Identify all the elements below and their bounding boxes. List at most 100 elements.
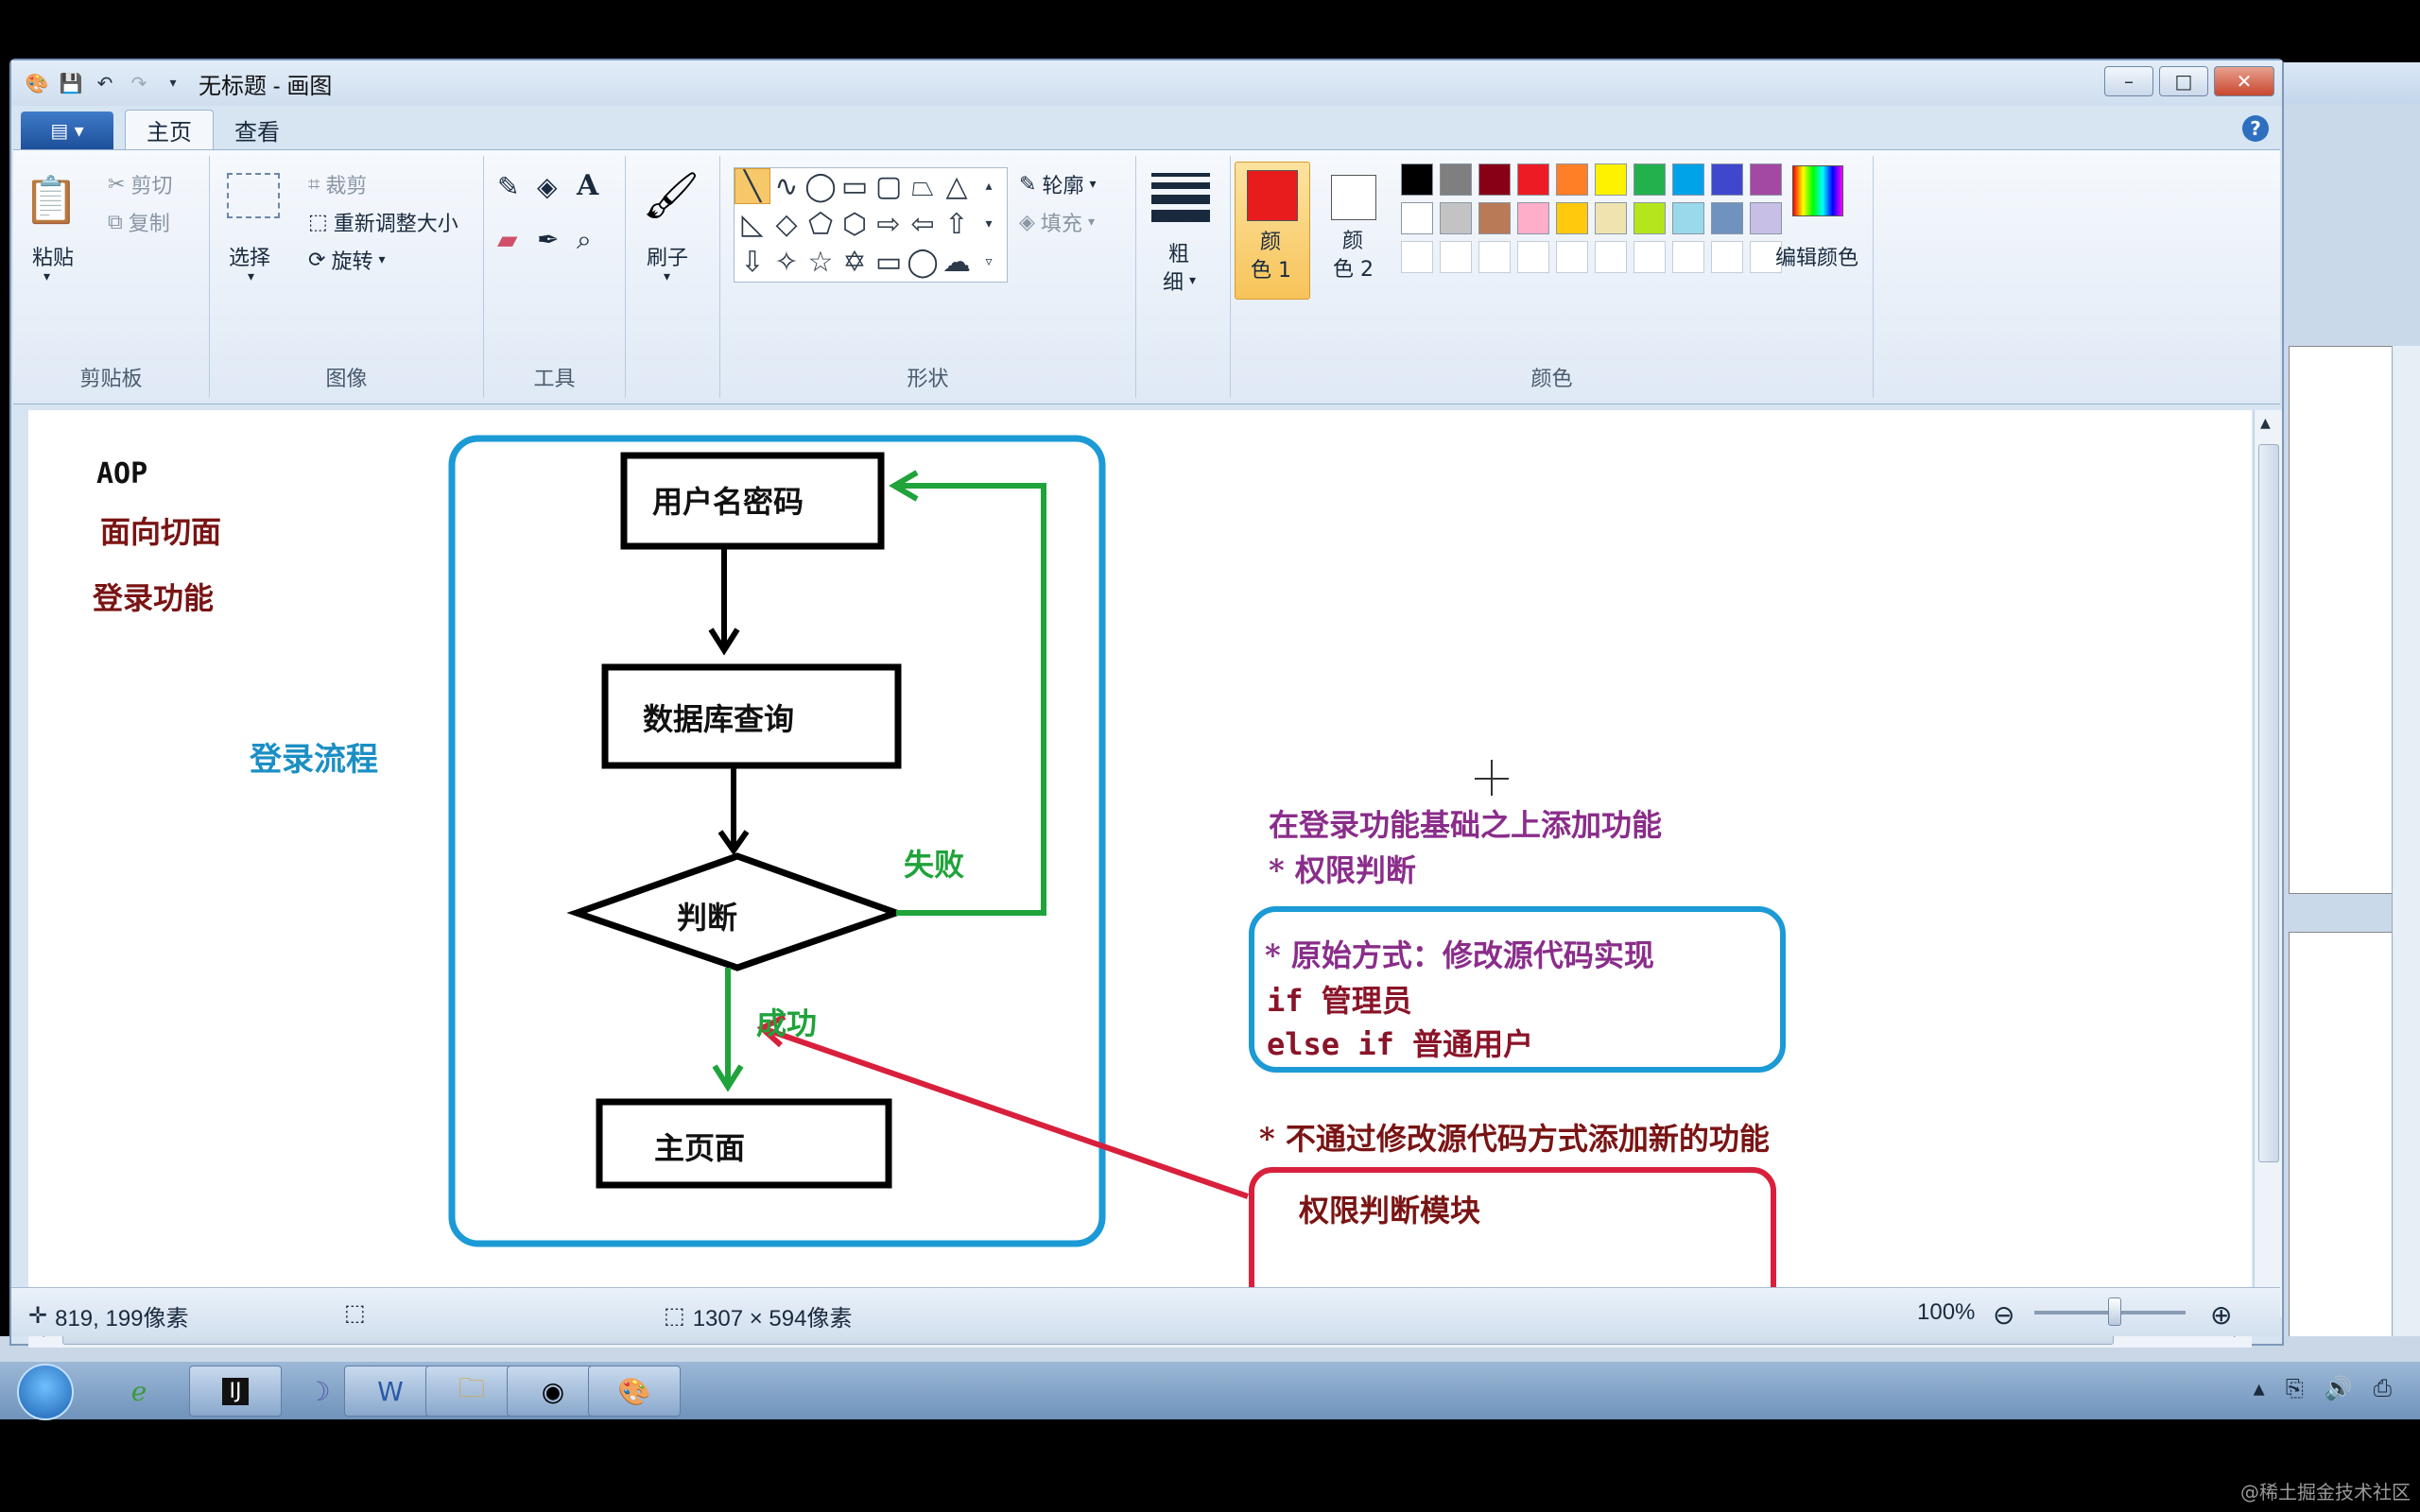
pencil-icon[interactable]: ✎ [497,171,520,202]
drawing-canvas[interactable]: AOP 面向切面 登录功能 登录流程 用户名密码 数据库查询 判断 失败 成功 … [28,410,2252,1317]
callout-oval-shape-icon[interactable]: ◯ [907,245,939,279]
palette-swatch[interactable] [1672,163,1704,196]
brushes-button[interactable]: 刷子 [647,247,689,270]
palette-swatch[interactable] [1401,241,1433,273]
palette-swatch[interactable] [1556,163,1588,196]
palette-swatch[interactable] [1401,202,1433,234]
palette-swatch[interactable] [1440,202,1472,234]
palette-swatch[interactable] [1517,202,1549,234]
ie-icon[interactable]: ℯ [130,1375,147,1407]
network-icon[interactable]: ⎙ [2373,1375,2392,1401]
palette-swatch[interactable] [1750,241,1782,273]
zoom-slider-thumb[interactable] [2108,1297,2121,1326]
explorer-icon[interactable]: 🗀 [425,1366,518,1417]
outline-button[interactable]: ✎轮廓▾ [1019,169,1096,199]
palette-swatch[interactable] [1595,202,1627,234]
crop-button[interactable]: ⌗裁剪 [308,169,367,199]
intellij-icon[interactable]: IJ [189,1366,282,1417]
select-button[interactable]: 选择 [229,247,271,270]
show-hidden-icons-icon[interactable]: ▴ [2253,1375,2265,1401]
palette-swatch[interactable] [1750,202,1782,234]
brush-icon[interactable]: 🖌 [642,168,700,222]
close-button[interactable]: ✕ [2214,66,2274,96]
diamond-shape-icon[interactable]: ◇ [775,207,798,241]
palette-swatch[interactable] [1711,163,1743,196]
select-dropdown-icon[interactable]: ▾ [248,269,255,284]
scroll-up-arrow-icon[interactable]: ▲ [2260,416,2271,431]
palette-swatch[interactable] [1634,241,1666,273]
chrome-icon[interactable]: ◉ [507,1366,599,1417]
paste-dropdown-icon[interactable]: ▾ [43,269,51,284]
palette-swatch[interactable] [1634,202,1666,234]
customize-toolbar-icon[interactable]: ▾ [169,76,177,91]
line-shape-icon[interactable]: ╲ [735,168,770,204]
rounded-rectangle-shape-icon[interactable]: ▢ [874,169,903,203]
rotate-button[interactable]: ⟳旋转▾ [308,245,385,275]
polygon-shape-icon[interactable]: ⏢ [911,169,934,203]
up-arrow-shape-icon[interactable]: ⇧ [944,207,969,241]
edit-colors-button[interactable]: 编辑颜色 [1775,247,1859,270]
eraser-icon[interactable]: ▰ [497,224,518,255]
right-triangle-shape-icon[interactable]: ◺ [741,207,764,241]
paint-taskbar-icon[interactable]: 🎨 [588,1366,681,1417]
vertical-scrollbar[interactable]: ▲ ▼ [2254,410,2282,1317]
palette-swatch[interactable] [1478,202,1511,234]
zoom-out-icon[interactable]: ⊖ [1993,1300,2015,1330]
maximize-button[interactable]: □ [2159,66,2208,96]
palette-swatch[interactable] [1478,163,1511,196]
palette-swatch[interactable] [1440,241,1472,273]
brushes-dropdown-icon[interactable]: ▾ [664,269,671,284]
fill-bucket-icon[interactable]: ◈ [537,171,558,202]
vertical-scroll-thumb[interactable] [2258,444,2279,1162]
cut-button[interactable]: ✂剪切 [108,169,172,199]
start-button[interactable] [17,1364,74,1420]
line-width-icon[interactable] [1150,169,1212,226]
palette-swatch[interactable] [1711,241,1743,273]
size-button[interactable]: 细▾ [1163,266,1196,296]
six-point-star-shape-icon[interactable]: ✡ [842,245,867,279]
fill-button[interactable]: ◈填充▾ [1019,207,1095,237]
triangle-shape-icon[interactable]: △ [945,169,968,203]
palette-swatch[interactable] [1711,202,1743,234]
word-icon[interactable]: W [344,1366,437,1417]
palette-swatch[interactable] [1556,202,1588,234]
scroll-up-icon[interactable]: ▴ [985,179,993,194]
callout-rect-shape-icon[interactable]: ▭ [874,245,903,279]
select-icon[interactable] [227,173,280,218]
pentagon-shape-icon[interactable]: ⬠ [807,207,834,241]
app-icon[interactable]: ☽ [306,1375,331,1407]
tab-view[interactable]: 查看 [234,118,280,146]
device-icon[interactable]: ⎘ [2285,1375,2304,1401]
resize-button[interactable]: ⬚重新调整大小 [308,207,458,237]
palette-swatch[interactable] [1401,163,1433,196]
color2-button[interactable]: 颜 色 2 [1318,162,1393,300]
paste-button[interactable]: 粘贴 [32,247,75,270]
right-arrow-shape-icon[interactable]: ⇨ [876,207,901,241]
shapes-gallery[interactable]: ╲ ∿ ◯ ▭ ▢ ⏢ △ ◺ ◇ ⬠ ⬡ ⇨ ⇦ ⇧ ⇩ ✧ ☆ ✡ ▭ ◯ [734,167,1008,283]
palette-swatch[interactable] [1750,163,1782,196]
five-point-star-shape-icon[interactable]: ☆ [807,245,834,279]
expand-gallery-icon[interactable]: ▿ [985,254,993,269]
callout-cloud-shape-icon[interactable]: ☁ [942,245,971,279]
tab-home[interactable]: 主页 [125,110,214,149]
palette-swatch[interactable] [1595,241,1627,273]
color1-button[interactable]: 颜 色 1 [1235,162,1310,300]
redo-icon[interactable]: ↷ [130,72,147,94]
scroll-down-icon[interactable]: ▾ [985,216,993,232]
magnifier-icon[interactable]: ⌕ [577,224,592,255]
palette-swatch[interactable] [1595,163,1627,196]
oval-shape-icon[interactable]: ◯ [804,169,837,203]
palette-swatch[interactable] [1517,241,1549,273]
palette-swatch[interactable] [1634,163,1666,196]
save-icon[interactable]: 💾 [59,72,83,94]
text-tool-icon[interactable]: A [577,169,599,202]
edit-colors-icon[interactable] [1792,165,1843,216]
curve-shape-icon[interactable]: ∿ [774,169,799,203]
palette-swatch[interactable] [1672,241,1704,273]
hexagon-shape-icon[interactable]: ⬡ [841,207,868,241]
help-icon[interactable]: ? [2242,115,2269,142]
zoom-in-icon[interactable]: ⊕ [2210,1300,2233,1330]
rectangle-shape-icon[interactable]: ▭ [840,169,869,203]
paste-icon[interactable]: 📋 [23,173,79,227]
volume-icon[interactable]: 🔊 [2324,1375,2353,1401]
